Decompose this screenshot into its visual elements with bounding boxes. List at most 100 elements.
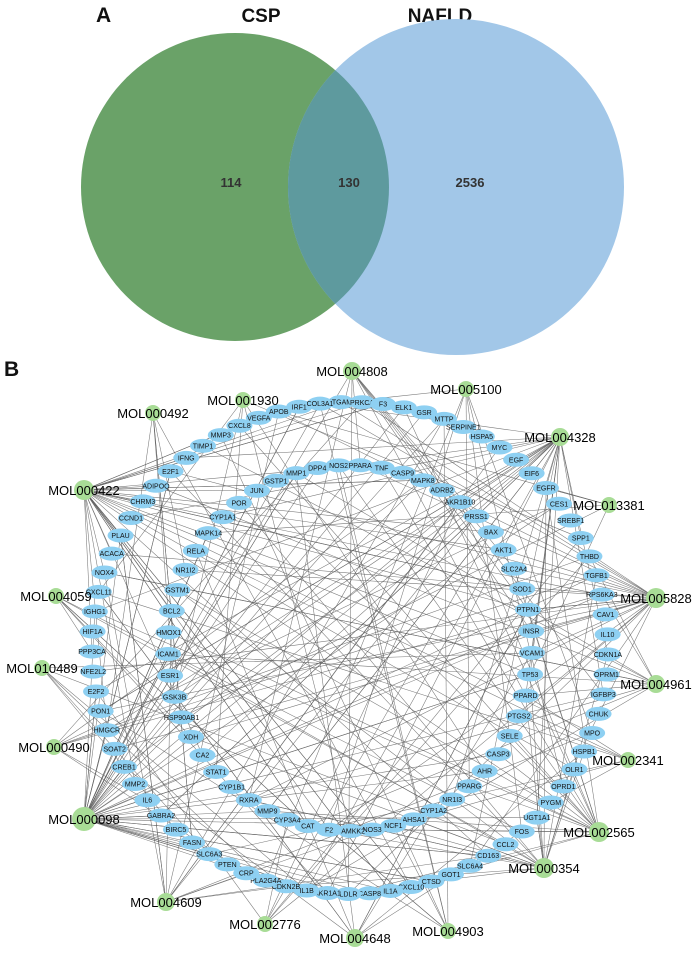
target-node-ptpn1: PTPN1	[514, 602, 541, 617]
target-node-label: CYP3A4	[274, 817, 301, 824]
target-node-circle	[508, 824, 535, 839]
edge	[83, 818, 391, 892]
target-node-label: GABRA2	[147, 813, 176, 820]
target-node-ncf1: NCF1	[380, 818, 407, 833]
compound-node-circle	[647, 675, 665, 693]
edge	[53, 575, 597, 748]
edge	[265, 388, 467, 881]
edge	[41, 667, 307, 891]
compound-node-label: MOL010489	[6, 661, 78, 676]
edge	[106, 436, 561, 731]
target-node-label: CREB1	[112, 764, 135, 771]
edge	[165, 855, 489, 903]
target-node-label: AKR1A1	[314, 891, 341, 898]
edge	[465, 388, 523, 832]
target-node-thbd: THBD	[576, 549, 603, 564]
target-node-label: PPARD	[514, 693, 538, 700]
target-node-col3a1: COL3A1	[307, 396, 334, 411]
compound-node-label: MOL000490	[18, 740, 90, 755]
target-node-slc6a4: SLC6A4	[457, 858, 483, 873]
target-node-circle	[486, 440, 513, 455]
edge	[41, 652, 532, 669]
target-node-label: TNF	[375, 465, 389, 472]
edge	[459, 502, 600, 833]
target-node-circle	[537, 795, 564, 810]
edge	[83, 489, 257, 492]
target-node-nfe2l2: NFE2L2	[80, 664, 107, 679]
target-node-label: MMP1	[286, 471, 306, 478]
target-node-label: F2	[325, 827, 333, 834]
edge	[83, 503, 560, 820]
edge	[348, 597, 657, 895]
target-node-label: SLC2A4	[501, 566, 527, 573]
target-node-label: SELE	[501, 733, 519, 740]
target-node-circle	[514, 602, 541, 617]
target-node-label: THBD	[580, 554, 599, 561]
target-node-label: VEGFA	[247, 415, 271, 422]
edge	[83, 471, 171, 820]
compound-node-label: MOL004903	[412, 924, 484, 939]
target-node-circle	[518, 645, 545, 660]
target-node-cd163: CD163	[475, 848, 502, 863]
target-node-label: PYGM	[540, 800, 561, 807]
compound-node-label: MOL005828	[620, 591, 692, 606]
target-node-akr1a1: AKR1A1	[314, 886, 341, 901]
target-node-egfr: EGFR	[532, 481, 559, 496]
edge	[550, 759, 629, 803]
target-node-circle	[195, 526, 222, 541]
target-node-label: GSTP1	[265, 478, 288, 485]
edge	[545, 487, 600, 833]
target-node-circle	[583, 568, 610, 583]
target-node-timp1: TIMP1	[190, 438, 217, 453]
target-node-circle	[550, 779, 577, 794]
compound-node-label: MOL004059	[20, 589, 92, 604]
compound-node-mol000492: MOL000492	[117, 405, 189, 421]
edge	[170, 471, 545, 869]
target-node-circle	[347, 458, 374, 473]
target-node-serpine1: SERPINE1	[446, 419, 481, 434]
compound-node-label: MOL002776	[229, 917, 301, 932]
edge	[351, 370, 526, 696]
target-node-pygm: PYGM	[537, 795, 564, 810]
edge	[256, 490, 600, 833]
target-node-rela: RELA	[182, 543, 209, 558]
target-node-mmp2: MMP2	[122, 776, 149, 791]
compound-node-label: MOL004328	[524, 430, 596, 445]
edge	[83, 594, 602, 820]
target-node-circle	[101, 741, 128, 756]
target-node-chuk: CHUK	[585, 706, 612, 721]
count-overlap: 130	[338, 175, 360, 190]
edge	[559, 436, 604, 695]
edge	[168, 632, 600, 833]
target-node-rps6ka3: RPS6KA3	[586, 587, 618, 602]
target-node-circle	[233, 866, 260, 881]
target-node-label: PPP3CA	[78, 649, 106, 656]
target-node-mmp9: MMP9	[254, 804, 281, 819]
target-node-circle	[218, 780, 245, 795]
edge	[529, 674, 545, 869]
target-node-dpp4: DPP4	[304, 460, 331, 475]
edge	[98, 591, 356, 939]
compound-node-label: MOL004961	[620, 677, 692, 692]
compound-node-mol000490: MOL000490	[18, 739, 90, 755]
target-node-label: NOS2	[329, 463, 348, 470]
target-node-circle	[390, 400, 417, 415]
target-node-circle	[594, 647, 621, 662]
compound-node-label: MOL004648	[319, 931, 391, 946]
edge	[134, 436, 561, 785]
target-node-fos: FOS	[508, 824, 535, 839]
compound-node-label: MOL000354	[508, 861, 580, 876]
target-node-il1a: IL1A	[377, 883, 404, 898]
target-node-oprm1: OPRM1	[593, 667, 620, 682]
target-node-circle	[83, 684, 110, 699]
target-node-myc: MYC	[486, 440, 513, 455]
target-node-circle	[463, 509, 490, 524]
target-node-circle	[179, 835, 206, 850]
target-node-mpo: MPO	[579, 725, 606, 740]
edge	[53, 594, 602, 748]
edge	[181, 504, 610, 718]
target-node-label: MAPK8	[411, 478, 435, 485]
target-node-label: NOS3	[363, 827, 382, 834]
target-node-circle	[592, 607, 619, 622]
target-node-hmox1: HMOX1	[155, 625, 182, 640]
